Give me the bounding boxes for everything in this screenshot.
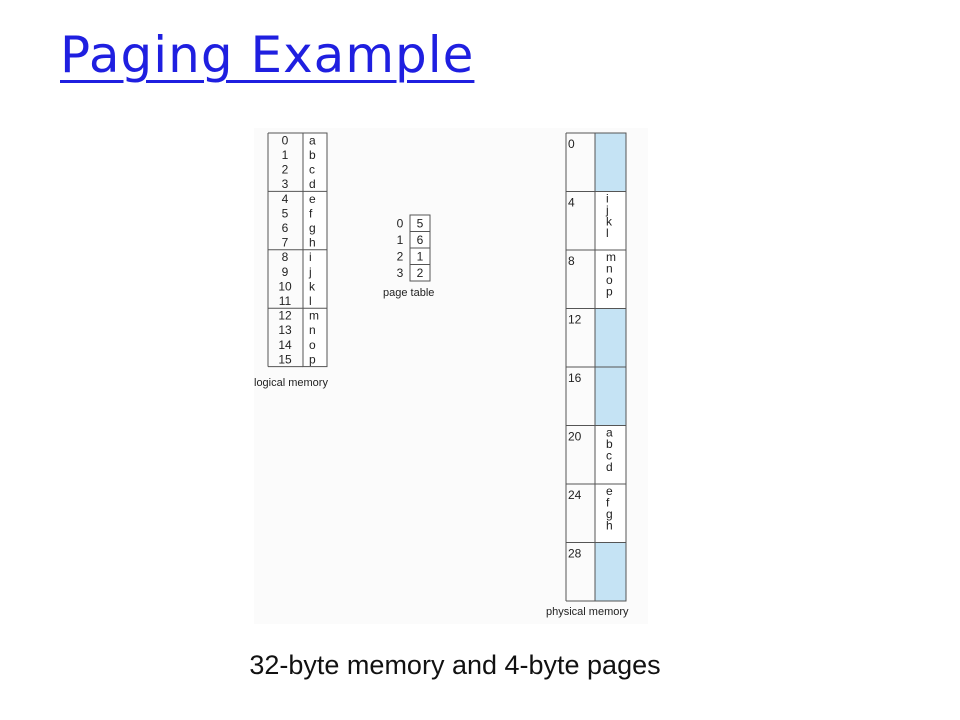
frame-address: 8 [568, 254, 575, 268]
logical-value: m [309, 309, 319, 323]
page-table-cell [409, 264, 431, 282]
logical-value: o [309, 338, 316, 352]
frame-address: 4 [568, 196, 575, 210]
logical-value: c [309, 163, 315, 177]
frame-byte: b [606, 437, 613, 451]
frame-byte: p [606, 285, 613, 299]
used-frame [594, 425, 627, 485]
logical-address: 9 [282, 265, 289, 279]
slide-title: Paging Example [60, 26, 475, 84]
frame-byte: c [606, 449, 612, 463]
logical-value: i [309, 250, 312, 264]
slide-caption: 32-byte memory and 4-byte pages [0, 650, 910, 681]
logical-value: f [309, 206, 313, 220]
frame-byte: e [606, 484, 613, 498]
logical-address: 1 [282, 148, 289, 162]
logical-value: b [309, 148, 316, 162]
logical-value: h [309, 236, 316, 250]
logical-value: p [309, 352, 316, 366]
page-number: 2 [397, 249, 404, 263]
frame-number: 5 [417, 216, 424, 230]
logical-address: 10 [278, 279, 292, 293]
logical-address: 5 [282, 206, 289, 220]
used-frame [594, 483, 627, 543]
logical-value: a [309, 133, 316, 147]
logical-value: g [309, 221, 316, 235]
logical-address: 8 [282, 250, 289, 264]
logical-address: 6 [282, 221, 289, 235]
frame-byte: n [606, 262, 613, 276]
logical-address: 15 [278, 352, 292, 366]
frame-address: 20 [568, 430, 582, 444]
frame-address: 0 [568, 137, 575, 151]
logical-address: 12 [278, 309, 292, 323]
frame-byte: l [606, 226, 609, 240]
frame-byte: h [606, 519, 613, 533]
page-table-label: page table [383, 287, 434, 299]
logical-address: 14 [278, 338, 292, 352]
caption-text: 32-byte memory and 4-byte pages [249, 650, 661, 680]
page-number: 1 [397, 233, 404, 247]
logical-address: 4 [282, 192, 289, 206]
frame-byte: o [606, 273, 613, 287]
logical-address: 3 [282, 177, 289, 191]
frame-byte: j [605, 203, 609, 217]
free-frame [594, 132, 627, 192]
logical-memory-label: logical memory [254, 377, 328, 389]
frame-byte: i [606, 192, 609, 206]
frame-byte: f [606, 496, 610, 510]
frame-address: 16 [568, 371, 582, 385]
frame-number: 6 [417, 233, 424, 247]
frame-byte: g [606, 507, 613, 521]
frame-byte: a [606, 426, 613, 440]
frame-number: 2 [417, 266, 424, 280]
frame-byte: k [606, 215, 613, 229]
page-number: 0 [397, 216, 404, 230]
frame-byte: d [606, 460, 613, 474]
logical-memory: 0 a 1 b 2 c 3 d 4 e 5 f 6 g 7 h 8 i 9 j 10 k 11 l 12 m 13 n 14 o 15 p lo… [254, 132, 328, 389]
logical-value: j [308, 265, 312, 279]
logical-value: l [309, 294, 312, 308]
page-number: 3 [397, 266, 404, 280]
logical-address: 13 [278, 323, 292, 337]
used-frame [594, 249, 627, 309]
free-frame [594, 542, 627, 602]
frame-number: 1 [417, 249, 424, 263]
free-frame [594, 366, 627, 426]
logical-address: 2 [282, 163, 289, 177]
logical-address: 7 [282, 236, 289, 250]
frame-address: 24 [568, 488, 582, 502]
physical-memory-label: physical memory [546, 606, 629, 618]
free-frame [594, 308, 627, 368]
logical-address: 11 [279, 294, 292, 308]
logical-value: n [309, 323, 316, 337]
frame-address: 28 [568, 547, 582, 561]
frame-byte: m [606, 250, 616, 264]
logical-value: d [309, 177, 316, 191]
logical-value: e [309, 192, 316, 206]
frame-address: 12 [568, 313, 582, 327]
logical-value: k [309, 279, 316, 293]
logical-address: 0 [282, 133, 289, 147]
